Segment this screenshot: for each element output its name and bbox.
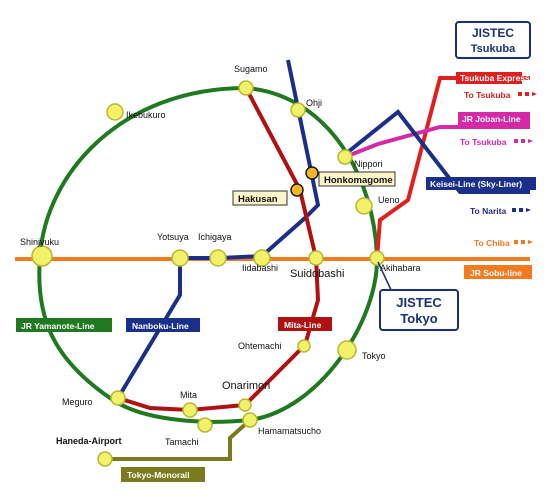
jr-sobu-tag (464, 265, 532, 279)
label-tamachi: Tamachi (165, 437, 199, 447)
label-shinjyuku: Shinjyuku (20, 237, 59, 247)
station-tokyo (337, 340, 357, 360)
station-sugamo (238, 80, 254, 96)
station-onarimon (238, 398, 252, 412)
dest-chiba-arrow-icon (514, 240, 533, 244)
label-ohtemachi: Ohtemachi (238, 341, 282, 351)
label-ohji: Ohji (306, 98, 322, 108)
mita-line (117, 87, 321, 413)
keisei-line (346, 109, 530, 194)
label-hamamatsucho: Hamamatsucho (258, 426, 321, 436)
tokyo-monorail-tag-label: Tokyo-Monorail (127, 470, 190, 480)
hakusan-box (232, 190, 288, 206)
station-meguro (110, 390, 126, 406)
label-mita: Mita (180, 390, 197, 400)
jr-joban-line (344, 125, 530, 159)
tokyo-monorail-tag (121, 467, 205, 482)
label-yotsuya: Yotsuya (157, 232, 189, 242)
station-yotsuya (171, 249, 189, 267)
station-haneda-airport (97, 451, 113, 467)
jistec-tokyo-box (379, 289, 459, 331)
jr-joban-tag (458, 112, 530, 125)
jistec-tokyo-pointer (377, 261, 393, 293)
dest-tsukuba-1-arrow-icon (518, 92, 537, 96)
keisei-tag-label: Keisei-Line (Sky-Liner) (430, 179, 522, 189)
label-ikebukuro: Ikebukuro (126, 110, 166, 120)
jistec-tsukuba-title: JISTEC (472, 26, 514, 40)
label-haneda-airport: Haneda-Airport (56, 436, 122, 446)
jistec-tokyo-title: JISTEC (396, 295, 442, 310)
station-suidobashi (308, 250, 324, 266)
honkomagome-box (318, 171, 396, 187)
label-suidobashi: Suidobashi (290, 268, 344, 280)
jr-joban-tag-label: JR Joban-Line (462, 114, 521, 124)
station-tamachi (197, 417, 213, 433)
jr-yamanote-tag-label: JR Yamanote-Line (21, 321, 95, 331)
tsukuba-express-line (375, 76, 530, 259)
mita-tag (278, 317, 332, 331)
station-ueno (355, 197, 373, 215)
tsukuba-express-tag (456, 72, 522, 84)
dest-tsukuba-2-arrow-icon (514, 139, 533, 143)
jr-sobu-tag-label: JR Sobu-line (470, 268, 522, 278)
label-honkomagome: Honkomagome (324, 175, 393, 186)
label-tokyo: Tokyo (362, 351, 386, 361)
station-shinjyuku (31, 245, 53, 267)
dest-narita: To Narita (470, 206, 506, 216)
label-ichigaya: Ichigaya (198, 232, 232, 242)
label-akihabara: Akihabara (380, 263, 421, 273)
label-nippori: Nippori (354, 159, 383, 169)
keisei-tag (426, 177, 536, 190)
station-hakusan (290, 183, 304, 197)
nanboku-line (116, 59, 321, 400)
jistec-tsukuba-box (455, 21, 531, 59)
mita-tag-label: Mita-Line (284, 320, 322, 330)
nanboku-tag (126, 318, 200, 332)
station-honkomagome (305, 166, 319, 180)
dest-narita-arrow-icon (512, 208, 531, 212)
station-hamamatsucho (242, 412, 258, 428)
label-sugamo: Sugamo (234, 64, 268, 74)
dest-tsukuba-2: To Tsukuba (460, 137, 507, 147)
station-ohji (290, 102, 306, 118)
station-nippori (337, 149, 353, 165)
station-mita (182, 402, 198, 418)
nanboku-tag-label: Nanboku-Line (132, 321, 189, 331)
jr-yamanote-line (37, 85, 380, 424)
jistec-tsukuba-subtitle: Tsukuba (471, 43, 516, 55)
label-onarimon: Onarimon (222, 380, 270, 392)
jr-yamanote-tag (16, 318, 112, 332)
dest-chiba: To Chiba (474, 238, 510, 248)
station-iidabashi (253, 249, 271, 267)
label-meguro: Meguro (62, 397, 93, 407)
jistec-tokyo-subtitle: Tokyo (400, 311, 437, 326)
tsukuba-express-tag-label: Tsukuba Express (460, 73, 530, 83)
label-iidabashi: Iidabashi (242, 263, 278, 273)
tokyo-monorail-line (105, 418, 252, 461)
dest-tsukuba-1: To Tsukuba (464, 90, 511, 100)
label-ueno: Ueno (378, 195, 400, 205)
station-ichigaya (209, 249, 227, 267)
station-ikebukuro (106, 103, 124, 121)
label-hakusan: Hakusan (238, 194, 278, 205)
station-ohtemachi (297, 339, 311, 353)
station-akihabara (369, 250, 385, 266)
